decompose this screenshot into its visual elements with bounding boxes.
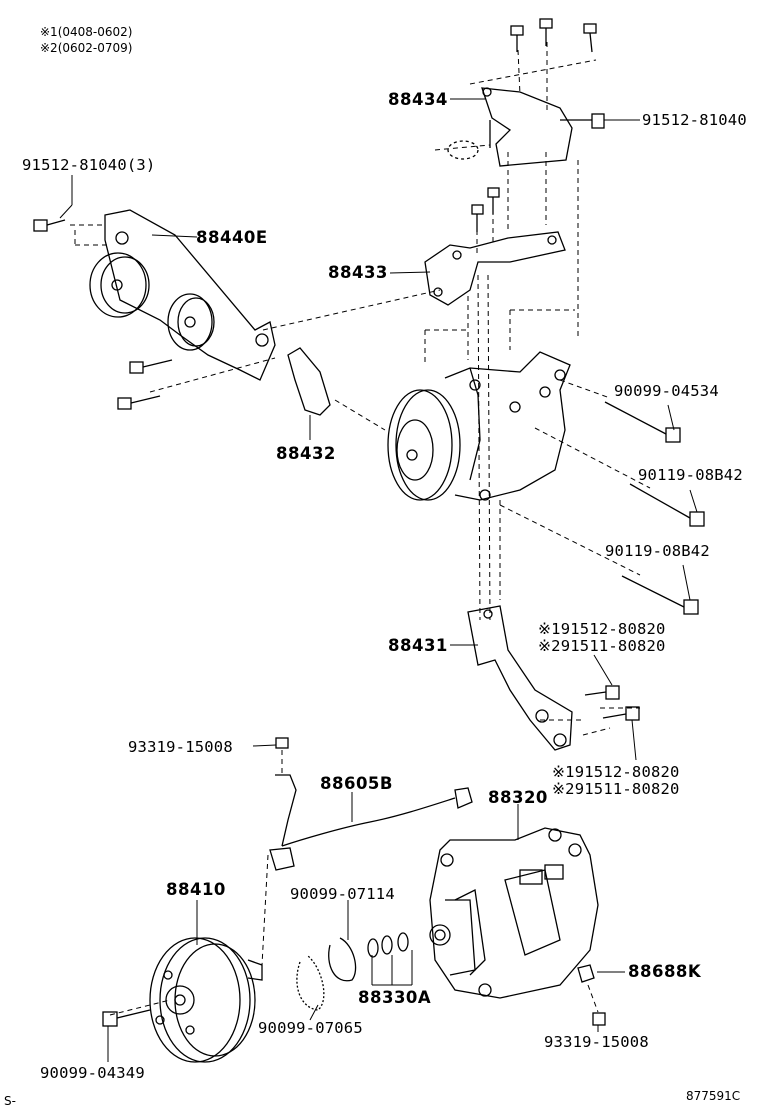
clutch-pulley <box>149 937 263 1063</box>
label-91512-81040-3[interactable]: 91512-81040(3) <box>22 156 156 174</box>
label-90099-07114[interactable]: 90099-07114 <box>290 885 395 903</box>
label-88432[interactable]: 88432 <box>276 444 336 463</box>
note-2: ※2(0602-0709) <box>40 41 133 55</box>
bolt-icon <box>510 18 605 129</box>
label-93319-15008-a[interactable]: 93319-15008 <box>128 738 233 756</box>
label-90099-04349[interactable]: 90099-04349 <box>40 1064 145 1082</box>
label-90099-07065[interactable]: 90099-07065 <box>258 1019 363 1037</box>
label-90099-04534[interactable]: 90099-04534 <box>614 382 719 400</box>
label-90119-08B42-b[interactable]: 90119-08B42 <box>605 542 710 560</box>
label-91512-80820-a[interactable]: ※191512-80820 <box>538 620 666 638</box>
label-93319-15008-b[interactable]: 93319-15008 <box>544 1033 649 1051</box>
wire-harness <box>269 774 473 871</box>
label-91512-81040[interactable]: 91512-81040 <box>642 111 747 129</box>
label-91512-80820-b[interactable]: ※191512-80820 <box>552 763 680 781</box>
compressor-lower <box>429 827 599 999</box>
note-1: ※1(0408-0602) <box>40 25 133 39</box>
label-88434[interactable]: 88434 <box>388 90 448 109</box>
label-88431[interactable]: 88431 <box>388 636 448 655</box>
label-88433[interactable]: 88433 <box>328 263 388 282</box>
label-88320[interactable]: 88320 <box>488 788 548 807</box>
label-88688K[interactable]: 88688K <box>628 962 702 981</box>
label-91511-80820-a[interactable]: ※291511-80820 <box>538 637 666 655</box>
compressor-upper <box>387 351 571 501</box>
label-88410[interactable]: 88410 <box>166 880 226 899</box>
footer-code: S- <box>4 1094 16 1108</box>
label-88605B[interactable]: 88605B <box>320 774 393 793</box>
tensioner-assembly <box>89 209 276 381</box>
label-88440E[interactable]: 88440E <box>196 228 268 247</box>
diagram-id: 877591C <box>686 1089 741 1103</box>
label-88330A[interactable]: 88330A <box>358 988 432 1007</box>
label-91511-80820-b[interactable]: ※291511-80820 <box>552 780 680 798</box>
label-90119-08B42-a[interactable]: 90119-08B42 <box>638 466 743 484</box>
